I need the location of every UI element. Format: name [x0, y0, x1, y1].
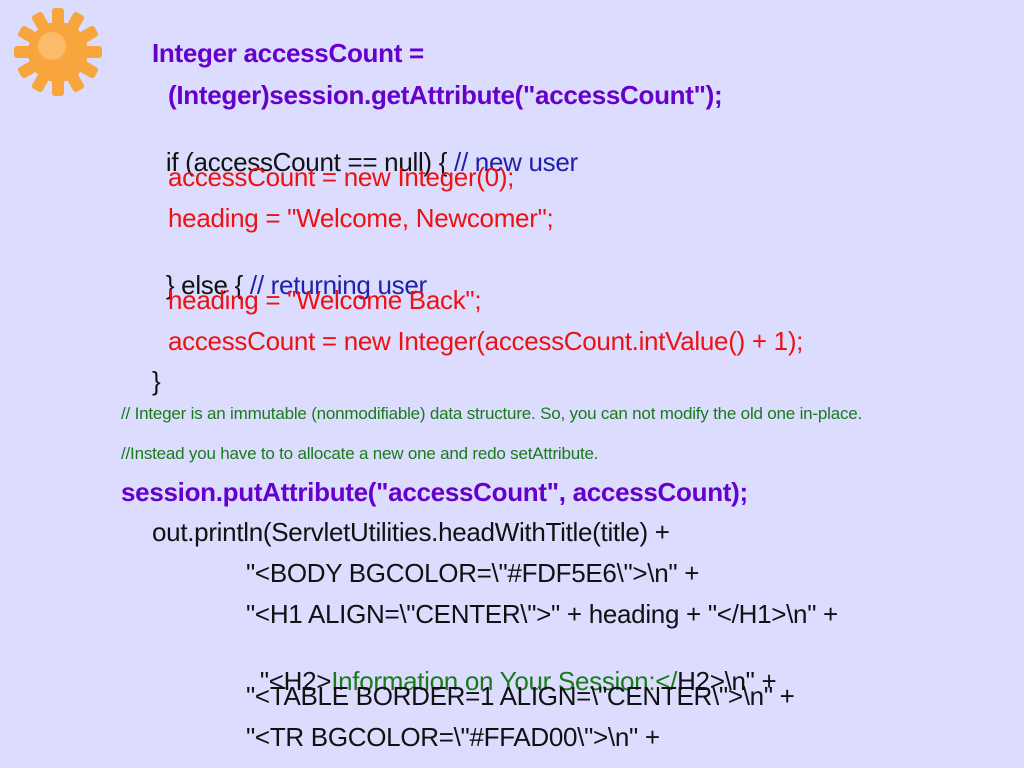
code-line-6-comment: // returning user — [249, 270, 427, 300]
code-line-11: out.println(ServletUtilities.headWithTit… — [152, 517, 670, 547]
comment-line-2: //Instead you have to to allocate a new … — [121, 444, 599, 463]
code-line-7: heading = "Welcome Back"; — [168, 285, 482, 315]
code-line-6: } else { // returning user — [152, 246, 427, 298]
code-line-15: "<TABLE BORDER=1 ALIGN=\"CENTER\">\n" + — [246, 681, 795, 711]
code-line-6-code: } else { — [165, 270, 250, 300]
code-line-3-comment: // new user — [454, 147, 578, 177]
code-line-8: accessCount = new Integer(accessCount.in… — [168, 326, 804, 356]
code-line-9: } — [152, 366, 161, 396]
code-line-13: "<H1 ALIGN=\"CENTER\">" + heading + "</H… — [246, 599, 838, 629]
code-line-14-c: H2>\n" + — [677, 666, 777, 696]
code-line-1: Integer accessCount = — [152, 38, 424, 68]
code-line-5: heading = "Welcome, Newcomer"; — [168, 203, 554, 233]
code-line-3: if (accessCount == null) { // new user — [152, 123, 578, 175]
code-line-4: accessCount = new Integer(0); — [168, 162, 515, 192]
code-line-14-a: "<H2> — [259, 666, 332, 696]
code-line-14: "<H2>Information on Your Session:</H2>\n… — [246, 642, 777, 696]
code-line-14-b: Information on Your Session:</ — [331, 666, 678, 696]
sun-icon — [14, 8, 102, 96]
code-line-2: (Integer)session.getAttribute("accessCou… — [168, 80, 723, 110]
code-line-16: "<TR BGCOLOR=\"#FFAD00\">\n" + — [246, 722, 660, 752]
comment-line-1: // Integer is an immutable (nonmodifiabl… — [121, 404, 863, 423]
code-line-10: session.putAttribute("accessCount", acce… — [121, 477, 748, 507]
code-line-12: "<BODY BGCOLOR=\"#FDF5E6\">\n" + — [246, 558, 700, 588]
code-line-3-code: if (accessCount == null) { — [165, 147, 455, 177]
